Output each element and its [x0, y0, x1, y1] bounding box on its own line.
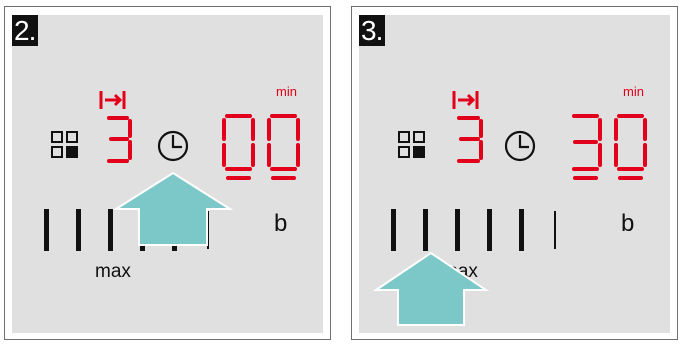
control-scene — [44, 91, 300, 251]
boost-arrow-icon — [99, 91, 126, 109]
time-digit-units-glyph — [614, 114, 647, 180]
time-digit-tens-glyph — [572, 114, 602, 180]
zone-selector-icon — [398, 131, 425, 158]
time-unit-label: min — [623, 84, 644, 99]
indicator-label: b — [621, 210, 635, 237]
step-panel-3: 3. min b max — [351, 6, 678, 340]
level-label: max — [442, 261, 478, 282]
control-scene — [391, 91, 647, 251]
time-digit-tens-glyph — [222, 114, 255, 180]
power-level-digit-glyph — [457, 116, 483, 163]
level-label: max — [95, 261, 131, 282]
control-panel-illustration: 3. min b max — [359, 15, 670, 333]
time-unit-label: min — [276, 84, 297, 99]
control-panel-illustration: 2. min b max — [12, 15, 323, 333]
time-digit-units-glyph — [267, 114, 300, 180]
zone-selector-icon — [51, 131, 78, 158]
step-number: 2. — [12, 15, 39, 46]
power-slider[interactable] — [44, 209, 209, 251]
step-panel-2: 2. min b max — [4, 6, 331, 340]
step-number: 3. — [359, 15, 386, 46]
indicator-label: b — [274, 210, 288, 237]
clock-icon — [157, 130, 189, 162]
boost-arrow-icon — [452, 91, 479, 109]
power-slider[interactable] — [391, 209, 556, 251]
power-level-digit-glyph — [107, 116, 132, 163]
clock-icon — [504, 130, 536, 162]
